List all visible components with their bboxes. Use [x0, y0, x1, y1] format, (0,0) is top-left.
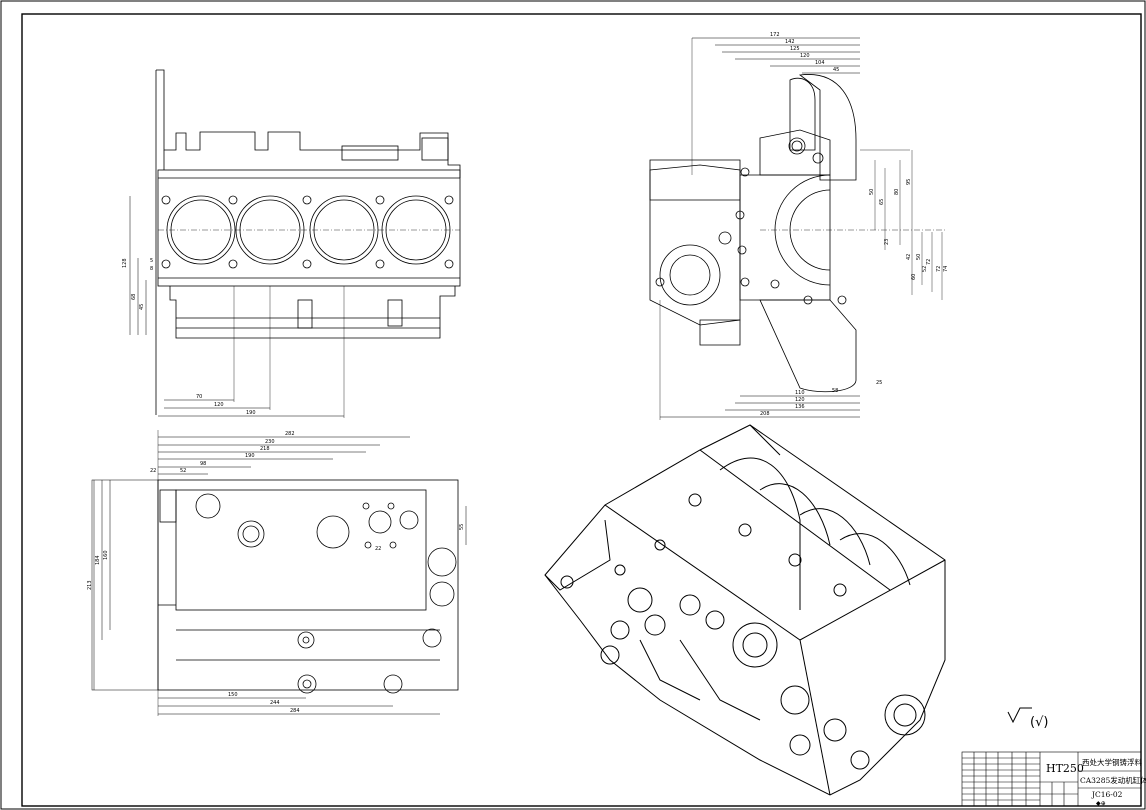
bottom-dim-55: 55: [459, 524, 465, 530]
front-dim-128: 128: [122, 258, 128, 268]
side-dim-50: 50: [869, 189, 875, 195]
side-dim-136: 136: [795, 404, 805, 410]
bottom-dim-284: 284: [290, 708, 300, 714]
bottom-dim-244: 244: [270, 700, 280, 706]
side-dim-23: 23: [884, 239, 890, 245]
side-dim-52: 52: [922, 266, 928, 272]
side-dim-208: 208: [760, 411, 770, 417]
front-dim-5: 5: [150, 258, 153, 264]
side-dim-120-bottom: 120: [795, 397, 805, 403]
side-dim-72: 72: [926, 259, 932, 265]
bottom-dim-160: 160: [103, 550, 109, 560]
bottom-dim-213: 213: [87, 580, 93, 590]
bottom-dim-218: 218: [260, 446, 270, 452]
side-view: [649, 37, 945, 420]
side-dim-72-right: 72: [936, 266, 942, 272]
front-dim-120: 120: [214, 402, 224, 408]
side-dim-65: 65: [879, 199, 885, 205]
side-dim-142: 142: [785, 39, 795, 45]
title-block: [961, 751, 1142, 807]
front-dim-70: 70: [196, 394, 202, 400]
bottom-dim-22-small: 22: [375, 546, 381, 552]
side-dim-80: 80: [894, 189, 900, 195]
side-dim-74: 74: [943, 266, 949, 272]
bottom-view-dimensions: 282 230 218 190 98 52 22 150 244 284 213…: [87, 431, 465, 714]
roughness-symbol-icon: [1007, 707, 1032, 724]
side-dim-25: 25: [876, 380, 882, 386]
side-dim-95: 95: [906, 179, 912, 185]
front-dim-8: 8: [150, 266, 153, 272]
isometric-view: [544, 424, 946, 796]
front-view: [129, 69, 461, 418]
front-dim-68: 68: [131, 294, 137, 300]
bottom-dim-52: 52: [180, 468, 186, 474]
front-view-dimensions: 70 120 190 128 68 45 5 8: [122, 258, 256, 416]
side-dim-60: 60: [911, 274, 917, 280]
roughness-note: (√): [1007, 707, 1048, 730]
bottom-dim-190: 190: [245, 453, 255, 459]
bottom-dim-282: 282: [285, 431, 295, 437]
bottom-dim-22: 22: [150, 468, 156, 474]
bottom-dim-150: 150: [228, 692, 238, 698]
projection-symbol: ◆⊕: [1096, 800, 1106, 807]
title-block-text: HT250 西处大学钢铸浮料 CA3285发动机缸体 JC16-02 ◆⊕: [1046, 757, 1146, 807]
side-dim-50-right: 50: [916, 254, 922, 260]
bottom-view: [91, 430, 467, 716]
side-dim-58: 58: [832, 388, 838, 394]
school-name: 西处大学钢铸浮料: [1082, 757, 1142, 767]
drawing-number: JC16-02: [1091, 790, 1123, 799]
side-dim-45: 45: [833, 67, 839, 73]
inner-border: [21, 13, 1142, 807]
side-dim-120: 120: [800, 53, 810, 59]
bottom-dim-184: 184: [95, 555, 101, 565]
side-dim-125: 125: [790, 46, 800, 52]
roughness-note-text: (√): [1030, 715, 1048, 730]
bottom-dim-230: 230: [265, 439, 275, 445]
front-dim-190: 190: [246, 410, 256, 416]
side-dim-104: 104: [815, 60, 825, 66]
side-dim-110: 110: [795, 390, 805, 396]
side-view-dimensions: 172 142 125 120 104 45 110 120 136 208 2…: [760, 32, 949, 417]
part-name: CA3285发动机缸体: [1080, 775, 1146, 785]
material-label: HT250: [1046, 762, 1084, 775]
front-dim-45: 45: [139, 304, 145, 310]
side-dim-42: 42: [906, 254, 912, 260]
side-dim-172: 172: [770, 32, 780, 38]
bottom-dim-98: 98: [200, 461, 206, 467]
